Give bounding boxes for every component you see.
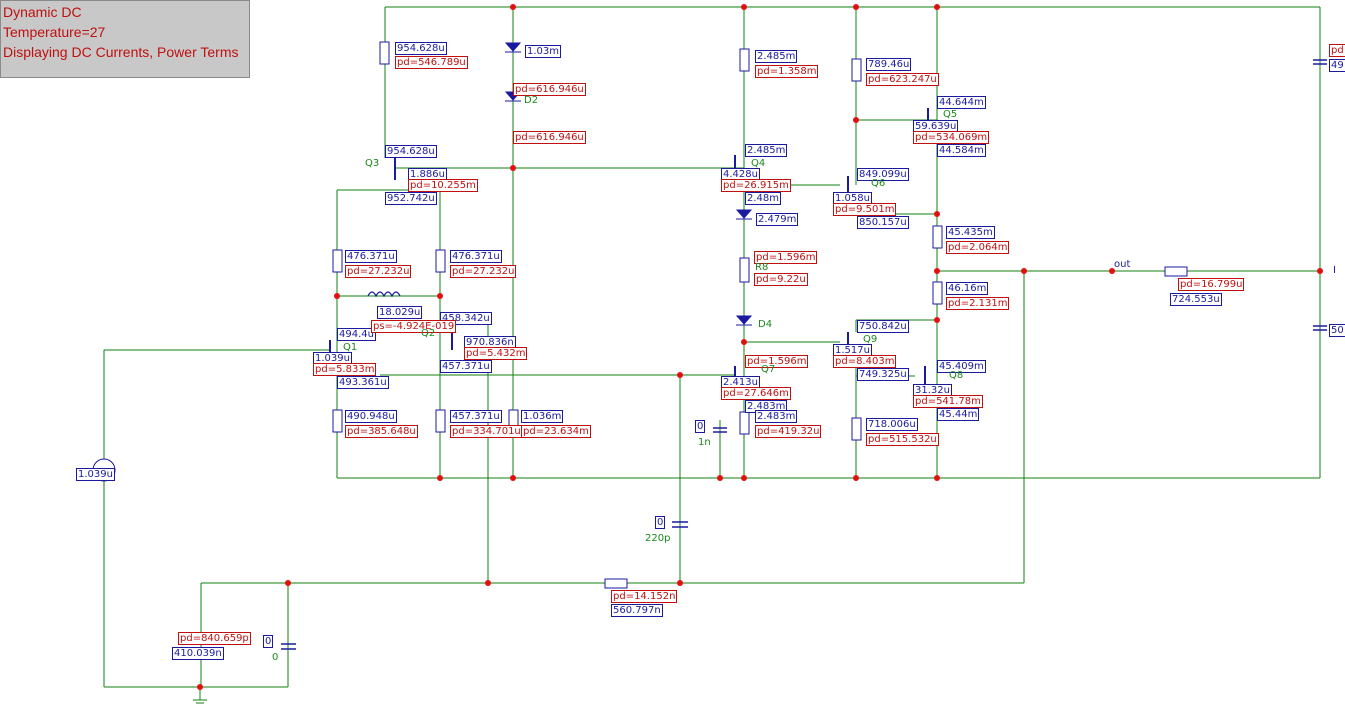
rc2-current: 476.371u xyxy=(450,250,502,263)
ground-symbol xyxy=(193,699,207,704)
q5-collector-current: 44.584m xyxy=(937,144,986,157)
q3-name: Q3 xyxy=(365,158,380,169)
capacitors xyxy=(281,59,1327,650)
q1-emitter-current: 493.361u xyxy=(337,376,389,389)
r1-current: 954.628u xyxy=(395,42,447,55)
simulation-info-panel: Dynamic DC Temperature=27 Displaying DC … xyxy=(0,0,250,78)
q5-power: pd=534.069m xyxy=(913,131,990,144)
rout-power: pd=16.799u xyxy=(1178,278,1245,291)
d1-current: 1.03m xyxy=(525,45,562,58)
out-node-label: out xyxy=(1114,259,1131,270)
q4-name: Q4 xyxy=(751,158,766,169)
rgnd-current: 410.039n xyxy=(172,647,224,660)
q6-power: pd=9.501m xyxy=(833,203,897,216)
re1-power: pd=2.064m xyxy=(946,241,1010,254)
q7-power: pd=1.596m xyxy=(745,355,809,368)
info-temperature: Temperature=27 xyxy=(3,24,106,40)
re4-current: 457.371u xyxy=(450,410,502,423)
q9-collector-current: 750.842u xyxy=(857,320,909,333)
d2-power: pd=616.946u xyxy=(513,131,586,144)
q1-current: 494.4u xyxy=(337,328,376,341)
q8-power: pd=541.78m xyxy=(913,395,983,408)
q2-name: Q2 xyxy=(421,328,436,339)
nodes xyxy=(197,4,1323,690)
q3-emitter-current: 952.742u xyxy=(385,192,437,205)
q2-power: pd=5.432m xyxy=(464,347,528,360)
q4-collector-current: 2.485m xyxy=(745,144,788,157)
re4-power: pd=334.701u xyxy=(450,425,523,438)
d3-current: 2.479m xyxy=(756,213,799,226)
q5-base-current: 44.644m xyxy=(937,96,986,109)
q8-collector-current: 45.409m xyxy=(937,360,986,373)
d2-name: D2 xyxy=(524,95,539,106)
re5-current: 1.036m xyxy=(521,410,564,423)
re3-current: 490.948u xyxy=(345,410,397,423)
re6-power: pd=419.32u xyxy=(755,425,822,438)
q2-emitter-current: 457.371u xyxy=(440,360,492,373)
c1-value: 1n xyxy=(698,437,711,448)
c2-value: 220p xyxy=(645,533,671,544)
re7-power: pd=515.532u xyxy=(866,433,939,446)
inductor-coil xyxy=(367,291,401,298)
c1-current: 0 xyxy=(695,420,706,433)
q4-emitter-current: 2.48m xyxy=(745,192,782,205)
load-tag: I xyxy=(1333,265,1336,276)
r5-power: pd=623.247u xyxy=(866,73,939,86)
rfb-power: pd=14.152n xyxy=(611,590,678,603)
rgnd-power: pd=840.659p xyxy=(178,632,251,645)
re2-power: pd=2.131m xyxy=(946,297,1010,310)
re7-current: 718.006u xyxy=(866,418,918,431)
rc2-power: pd=27.232u xyxy=(450,265,517,278)
d1-power: pd=616.946u xyxy=(513,83,586,96)
resistors xyxy=(332,41,1188,589)
r8-power: pd=1.596m xyxy=(754,251,818,264)
re3-power: pd=385.648u xyxy=(345,425,418,438)
info-mode: Dynamic DC xyxy=(3,4,82,20)
q1-name: Q1 xyxy=(343,342,358,353)
rc1-power: pd=27.232u xyxy=(345,265,412,278)
q7-name: Q7 xyxy=(761,364,776,375)
q9-power: pd=8.403m xyxy=(833,355,897,368)
re1-current: 45.435m xyxy=(946,226,995,239)
wires xyxy=(103,6,1321,700)
r4-current: 2.485m xyxy=(755,50,798,63)
q1-power: pd=5.833m xyxy=(313,363,377,376)
r5-current: 789.46u xyxy=(866,58,912,71)
info-display-mode: Displaying DC Currents, Power Terms xyxy=(3,44,239,60)
vsup1-power: pd xyxy=(1329,44,1345,57)
re6-current: 2.483m xyxy=(755,410,798,423)
q9-name: Q9 xyxy=(863,334,878,345)
q8-emitter-current: 45.44m xyxy=(937,408,980,421)
q6-emitter-current: 850.157u xyxy=(857,216,909,229)
q5-name: Q5 xyxy=(943,109,958,120)
r8-name: R8 xyxy=(755,262,769,273)
re2-current: 46.16m xyxy=(946,282,989,295)
d4-name: D4 xyxy=(758,319,773,330)
r4-power: pd=1.358m xyxy=(755,65,819,78)
q9-emitter-current: 749.325u xyxy=(857,368,909,381)
c3-value: 0 xyxy=(272,652,279,663)
r1-power: pd=546.789u xyxy=(395,56,468,69)
c2-current: 0 xyxy=(655,516,666,529)
input-source-current: 1.039u xyxy=(76,468,115,481)
q6-name: Q6 xyxy=(871,178,886,189)
q8-name: Q8 xyxy=(949,370,964,381)
l1-current: 18.029u xyxy=(377,306,423,319)
rc1-current: 476.371u xyxy=(345,250,397,263)
vsup2-current: 50 xyxy=(1329,324,1345,337)
q7-power-2: pd=27.646m xyxy=(721,387,791,400)
q2-power-source: ps=-4.924E-019 xyxy=(371,320,457,333)
c3-current: 0 xyxy=(263,635,274,648)
rout-current: 724.553u xyxy=(1170,293,1222,306)
re5-power: pd=23.634m xyxy=(521,425,591,438)
r8-power-2: pd=9.22u xyxy=(754,273,808,286)
rfb-current: 560.797n xyxy=(611,604,663,617)
vsup1-current: 49 xyxy=(1329,59,1345,72)
q3-collector-current: 954.628u xyxy=(385,145,437,158)
q3-power: pd=10.255m xyxy=(408,179,478,192)
q6-collector-current: 849.099u xyxy=(857,168,909,181)
q4-power: pd=26.915m xyxy=(721,179,791,192)
